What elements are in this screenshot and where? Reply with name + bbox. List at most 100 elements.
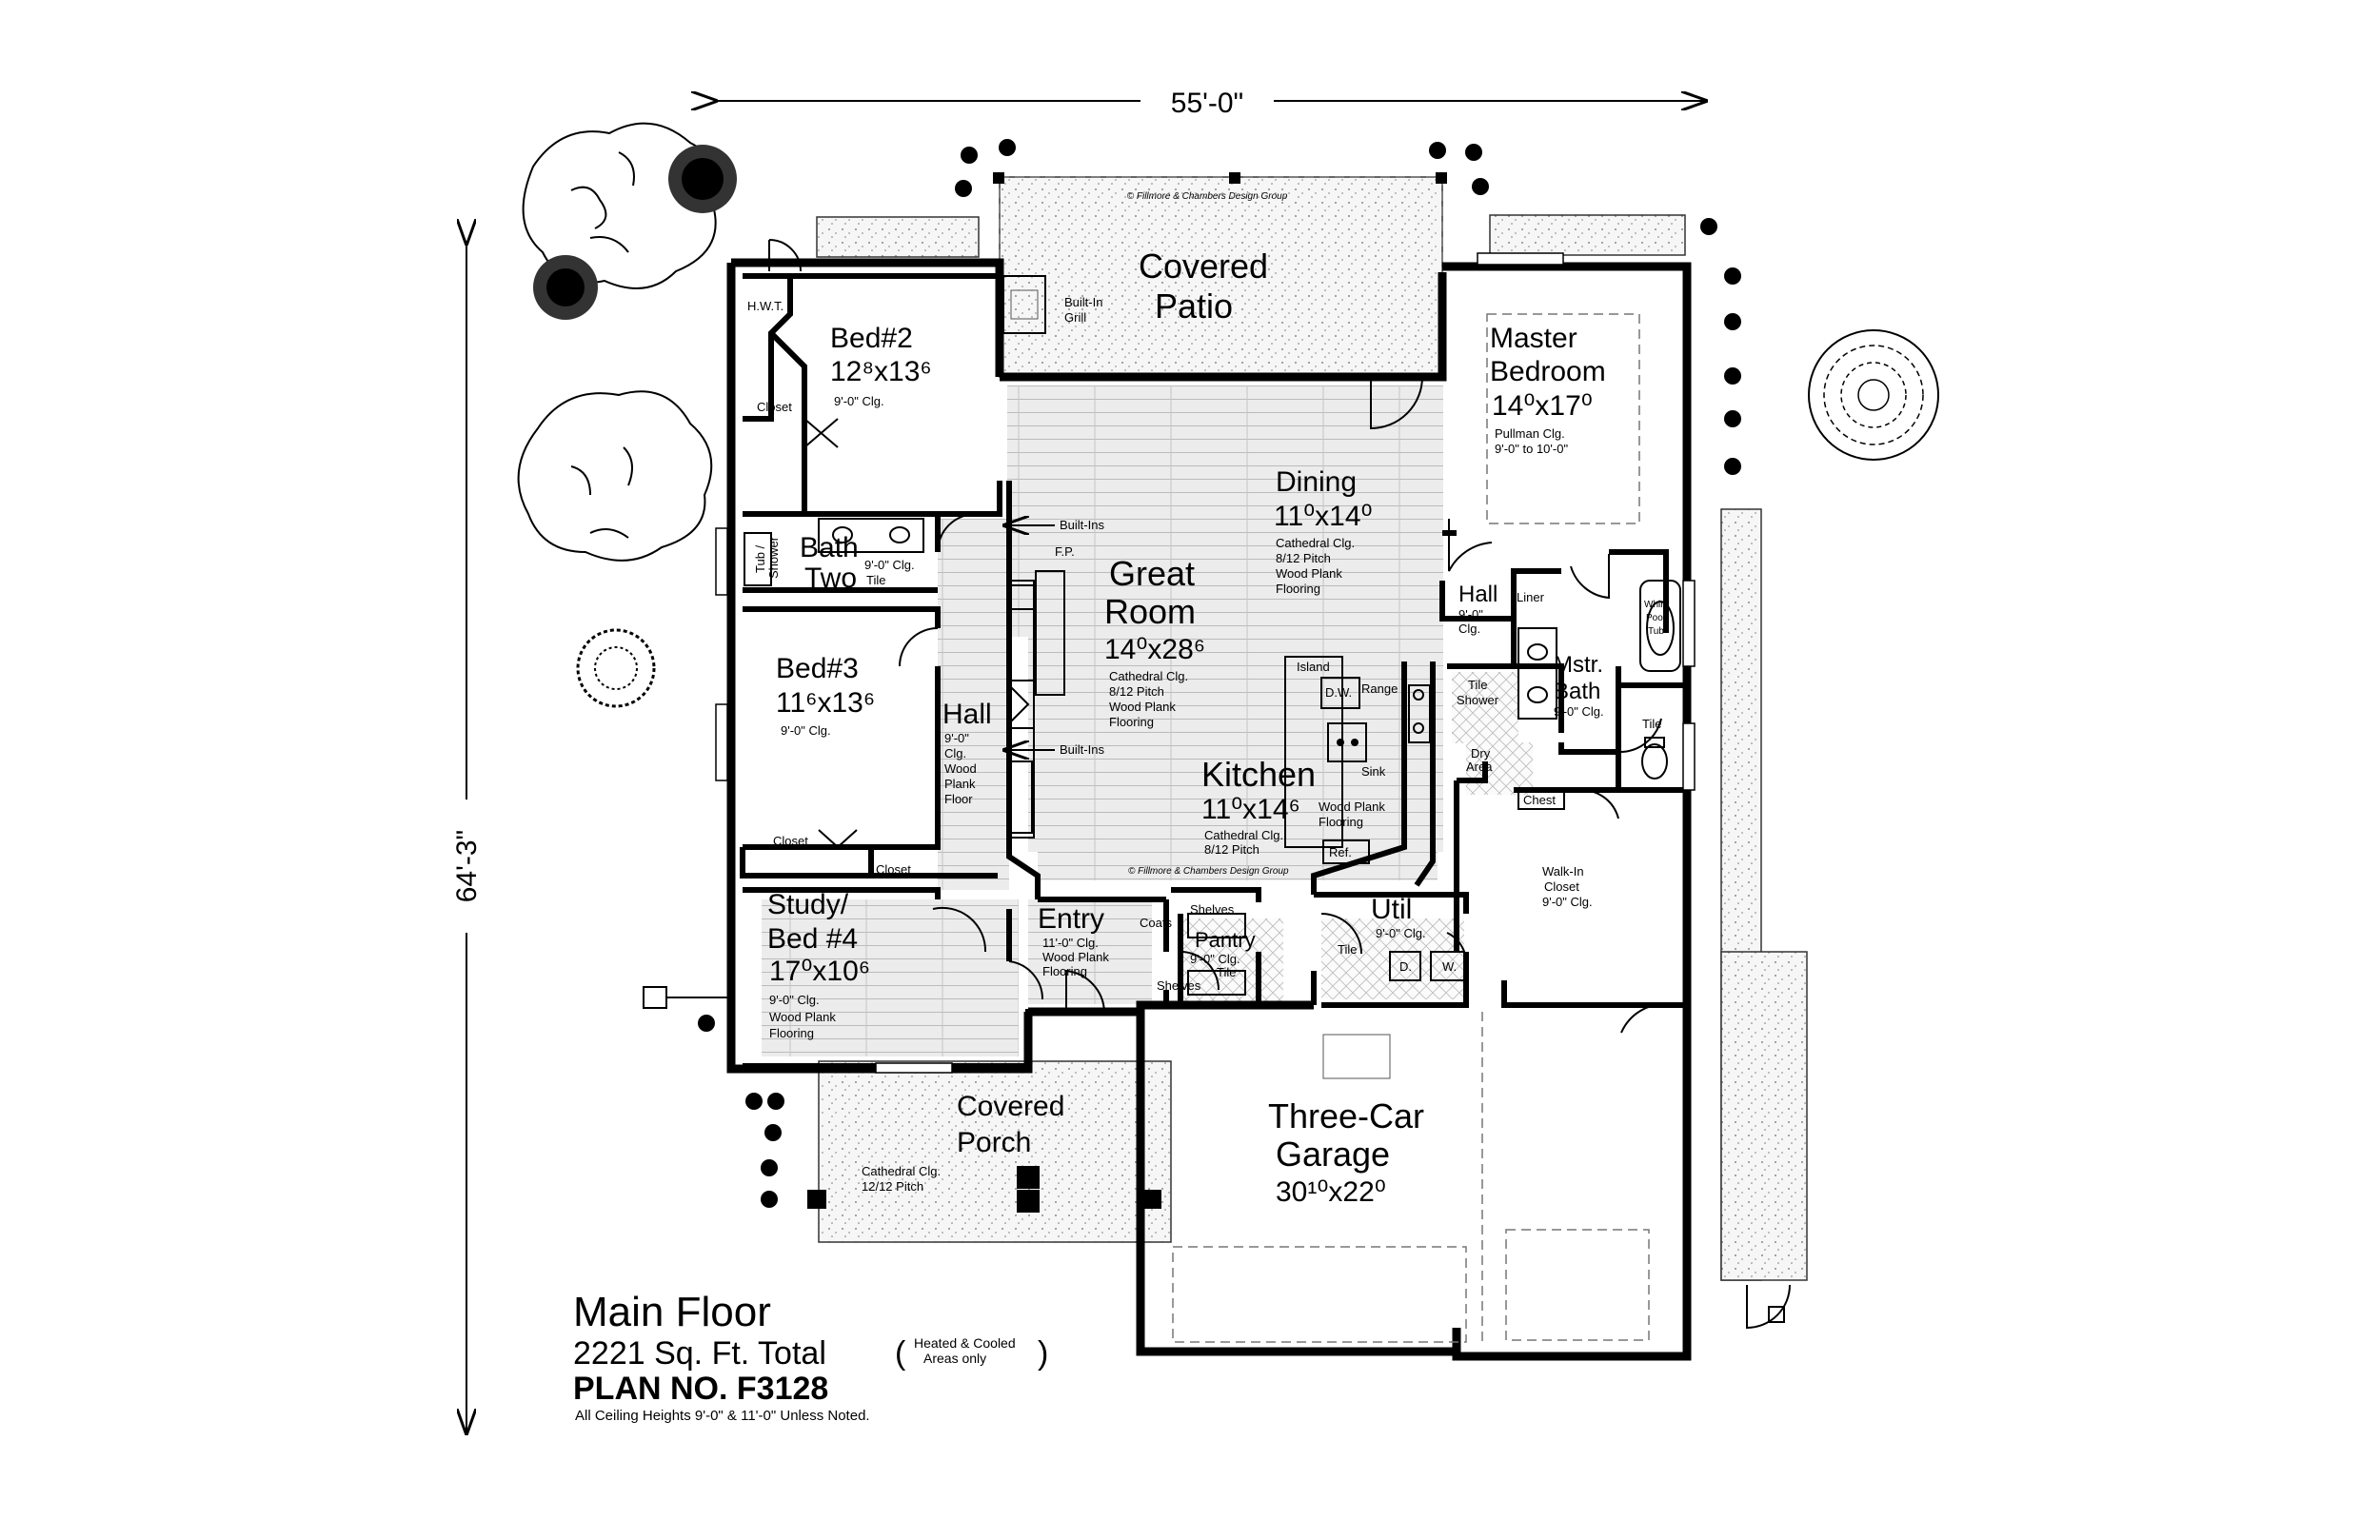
garage-size: 30¹⁰x22⁰ (1276, 1176, 1386, 1208)
liner-label: Liner (1517, 590, 1545, 604)
range-label: Range (1361, 681, 1398, 696)
coats-label: Coats (1140, 916, 1172, 930)
dining-detail: 8/12 Pitch (1276, 551, 1331, 565)
bath-two-name: Two (804, 563, 857, 594)
grill-label: Grill (1064, 310, 1086, 325)
stone-border (816, 216, 980, 258)
dry-area-floor (1466, 742, 1533, 795)
round-bush-icon (1808, 329, 1939, 461)
washer-label: W. (1442, 959, 1457, 974)
hall-left-detail: Clg. (944, 746, 966, 760)
side-walk (1720, 951, 1808, 1281)
study-floor: Wood Plank (769, 1010, 836, 1024)
copyright-watermark: © Fillmore & Chambers Design Group (1127, 191, 1288, 202)
windows (715, 252, 1696, 1074)
hall-left-detail: Plank (944, 777, 976, 791)
kitchen-name: Kitchen (1201, 755, 1316, 794)
bed2-ceiling: 9'-0" Clg. (834, 394, 884, 408)
great-room-name: Room (1104, 592, 1196, 631)
mstr-bath-name: Bath (1554, 679, 1600, 704)
spiky-shrub-icon (576, 628, 656, 708)
walk-in-label: 9'-0" Clg. (1542, 895, 1593, 909)
shelves-label: Shelves (1157, 978, 1201, 993)
ref-label: Ref. (1329, 845, 1352, 859)
area-note: Heated & Cooled (914, 1335, 1016, 1351)
master-name: Master (1490, 323, 1577, 354)
study-size: 17⁰x10⁶ (769, 956, 870, 987)
pantry-detail: Tile (1217, 965, 1236, 979)
kitchen-floor-label: Wood Plank (1319, 800, 1385, 814)
great-room-size: 14⁰x28⁶ (1104, 634, 1205, 665)
dry-area-label: Area (1466, 760, 1493, 774)
bath-two-floor: Tile (866, 573, 885, 587)
fixtures (643, 313, 1785, 1344)
patio-name-line2: Patio (1155, 286, 1233, 326)
bed2-size: 12⁸x13⁶ (830, 356, 932, 387)
sink-label: Sink (1361, 764, 1386, 779)
great-room-floor (1028, 481, 1443, 852)
util-ceiling: 9'-0" Clg. (1376, 926, 1426, 940)
entry-detail: Flooring (1042, 964, 1087, 978)
plan-number: PLAN NO. F3128 (573, 1371, 828, 1407)
master-detail: Pullman Clg. (1495, 426, 1565, 441)
bath-two-ceiling: 9'-0" Clg. (864, 558, 915, 572)
great-room-name: Great (1109, 554, 1195, 593)
plan-area: 2221 Sq. Ft. Total (573, 1335, 826, 1372)
title-block: Main Floor 2221 Sq. Ft. Total ( Heated &… (573, 1289, 1048, 1424)
width-dimension-label: 55'-0" (1171, 88, 1243, 119)
island-label: Island (1297, 660, 1330, 674)
bed3-closet: Closet (773, 834, 808, 848)
hall-closet: Closet (876, 862, 911, 877)
master-detail: 9'-0" to 10'-0" (1495, 442, 1568, 456)
kitchen-size: 11⁰x14⁶ (1201, 794, 1300, 825)
study-name: Study/ (767, 889, 849, 920)
great-room-detail: 8/12 Pitch (1109, 684, 1164, 699)
tile-label: Tile (1642, 717, 1661, 731)
tile-shower (1452, 672, 1518, 743)
porch-detail: 12/12 Pitch (862, 1179, 923, 1194)
whirlpool-label: Pool (1646, 613, 1665, 623)
kitchen-detail: Cathedral Clg. (1204, 828, 1283, 842)
dining-detail: Flooring (1276, 582, 1320, 596)
dryer-label: D. (1399, 959, 1412, 974)
mstr-bath-name: Mstr. (1554, 652, 1603, 678)
porch-detail: Cathedral Clg. (862, 1164, 941, 1178)
entry-name: Entry (1038, 903, 1104, 935)
hwt-label: H.W.T. (747, 299, 783, 313)
tile-shower-label: Shower (1457, 693, 1499, 707)
master-name: Bedroom (1490, 356, 1606, 387)
bed2-name: Bed#2 (830, 323, 913, 354)
great-room-detail: Flooring (1109, 715, 1154, 729)
entry-floor (1028, 899, 1152, 1004)
shelves-label: Shelves (1190, 902, 1235, 917)
pantry-floor (1179, 918, 1283, 1004)
master-size: 14⁰x17⁰ (1492, 390, 1593, 422)
hall-floor (938, 519, 1009, 890)
garage-name: Garage (1276, 1135, 1390, 1174)
great-room-detail: Cathedral Clg. (1109, 669, 1188, 683)
walk-in-label: Closet (1544, 879, 1579, 894)
doors (768, 239, 1791, 1330)
hall-right-detail: Clg. (1458, 622, 1480, 636)
built-ins-label: Built-Ins (1060, 518, 1104, 532)
dining-detail: Wood Plank (1276, 566, 1342, 581)
grill-label: Built-In (1064, 295, 1102, 309)
mstr-bath-ceiling: 9'-0" Clg. (1554, 704, 1604, 719)
dining-detail: Cathedral Clg. (1276, 536, 1355, 550)
room-labels: H.W.T. Bed#2 12⁸x13⁶ 9'-0" Clg. Closet T… (747, 299, 1669, 1208)
hall-right-detail: 9'-0" (1458, 607, 1483, 622)
porch-name: Covered (957, 1091, 1064, 1122)
porch-floor (818, 1060, 1172, 1243)
entry-detail: Wood Plank (1042, 950, 1109, 964)
area-note-open: ( (895, 1335, 906, 1372)
pantry-name: Pantry (1195, 928, 1256, 952)
stone-border (1489, 214, 1686, 256)
depth-dimension: 64'-3" (447, 244, 486, 1433)
whirlpool-label: Tub (1648, 626, 1664, 637)
bed3-ceiling: 9'-0" Clg. (781, 723, 831, 738)
hall-left-detail: Wood (944, 761, 977, 776)
bed2-closet: Closet (757, 400, 792, 414)
util-floor-label: Tile (1338, 942, 1357, 957)
kitchen-floor-label: Flooring (1319, 815, 1363, 829)
area-note: Areas only (923, 1351, 986, 1366)
